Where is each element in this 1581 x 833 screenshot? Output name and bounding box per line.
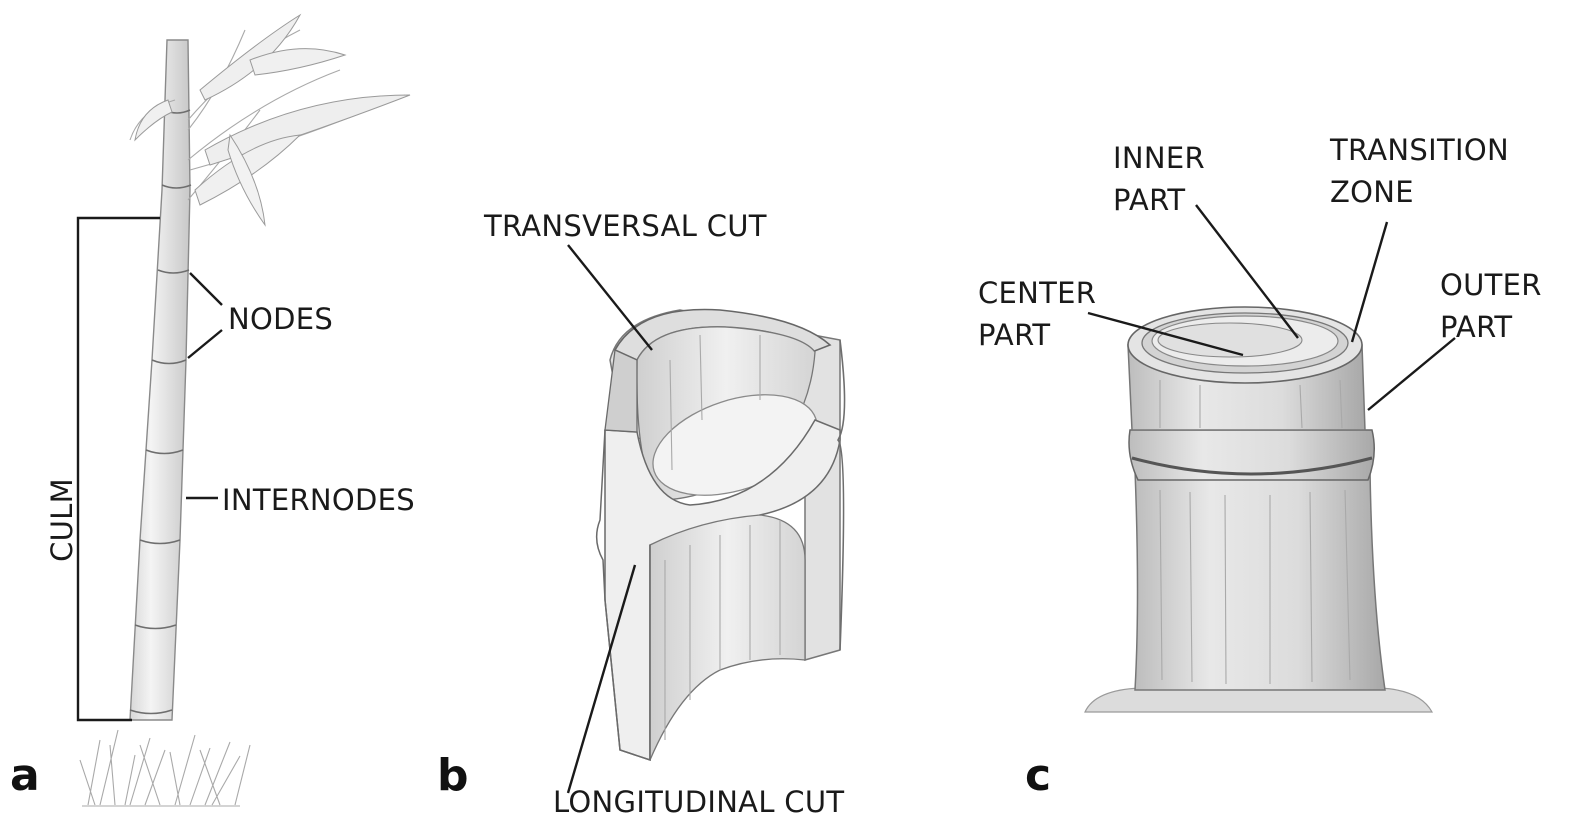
transversal-cut-leader: [567, 244, 653, 351]
culm-cross-section-cylinder: [1084, 306, 1434, 713]
transition-zone-leader: [1350, 221, 1389, 343]
nodes-leader-lower: [187, 329, 223, 359]
panel-b: TRANSVERSAL CUT LONGITUDINAL CUT b: [437, 209, 846, 819]
split-culm-section: [595, 308, 846, 762]
center-part-label-line1: CENTER: [978, 276, 1096, 310]
longitudinal-cut-label: LONGITUDINAL CUT: [553, 785, 844, 819]
nodes-label: NODES: [228, 302, 333, 336]
panel-c: CENTER PART INNER PART TRANSITION ZONE O…: [978, 133, 1542, 801]
panel-letter-b: b: [437, 750, 469, 801]
nodes-leader-upper: [189, 272, 223, 306]
bamboo-culm: [129, 39, 192, 721]
transition-zone-label-line1: TRANSITION: [1329, 133, 1509, 167]
internodes-label: INTERNODES: [222, 483, 415, 517]
culm-label: CULM: [45, 478, 79, 562]
panel-letter-a: a: [10, 750, 40, 801]
bamboo-leaves: [129, 13, 411, 227]
center-part-leader: [1087, 311, 1244, 357]
grass-base: [79, 729, 251, 807]
panel-letter-c: c: [1025, 750, 1051, 801]
outer-part-label-line1: OUTER: [1440, 268, 1542, 302]
outer-part-label-line2: PART: [1440, 310, 1512, 344]
inner-part-leader: [1195, 204, 1299, 339]
culm-bracket: [76, 216, 160, 722]
outer-part-leader: [1367, 337, 1456, 411]
panel-a: CULM NODES INTERNODES a: [10, 13, 415, 807]
center-part-label-line2: PART: [978, 318, 1050, 352]
transition-zone-label-line2: ZONE: [1330, 175, 1414, 209]
inner-part-label-line2: PART: [1113, 183, 1185, 217]
transversal-cut-label: TRANSVERSAL CUT: [483, 209, 767, 243]
longitudinal-cut-leader: [566, 564, 637, 794]
inner-part-label-line1: INNER: [1113, 141, 1205, 175]
culm-node-rings: [129, 109, 192, 715]
